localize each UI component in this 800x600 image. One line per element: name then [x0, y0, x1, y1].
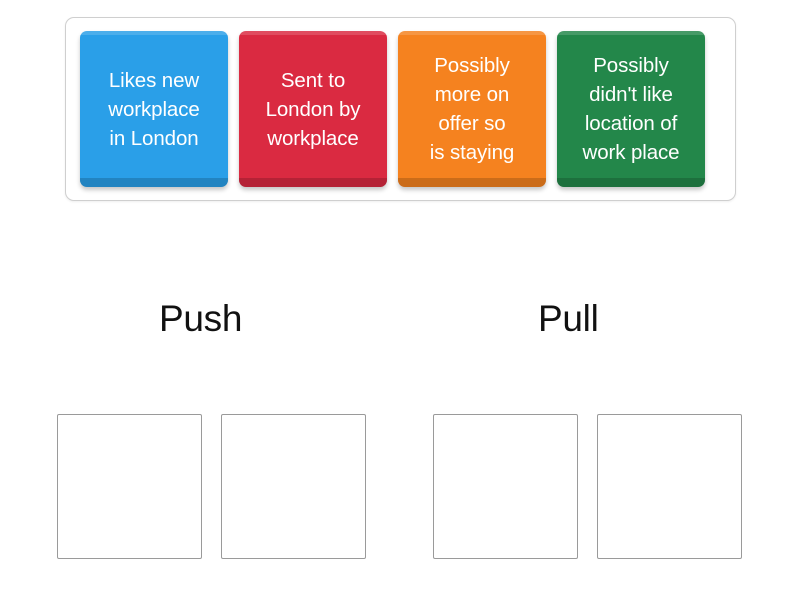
draggable-tile-likes-new-workplace-in-london[interactable]: Likes new workplace in London — [80, 31, 228, 187]
tile-label: Likes new workplace in London — [108, 68, 200, 150]
tile-label: Possibly more on offer so is staying — [429, 54, 515, 164]
draggable-tile-possibly-more-on-offer-so-is-staying[interactable]: Possibly more on offer so is staying — [398, 31, 546, 187]
tile-label: Sent to London by workplace — [265, 68, 361, 150]
dropzone-push-1[interactable] — [57, 414, 202, 559]
dropzone-pull-1[interactable] — [433, 414, 578, 559]
category-heading-pull: Pull — [538, 298, 599, 339]
dropzone-push-2[interactable] — [221, 414, 366, 559]
dropzone-pull-2[interactable] — [597, 414, 742, 559]
category-heading-push: Push — [159, 298, 243, 339]
word-bank-tray: Likes new workplace in London Sent to Lo… — [65, 17, 736, 201]
draggable-tile-possibly-didnt-like-location-of-work-place[interactable]: Possibly didn't like location of work pl… — [557, 31, 705, 187]
tile-label: Possibly didn't like location of work pl… — [582, 54, 680, 164]
draggable-tile-sent-to-london-by-workplace[interactable]: Sent to London by workplace — [239, 31, 387, 187]
